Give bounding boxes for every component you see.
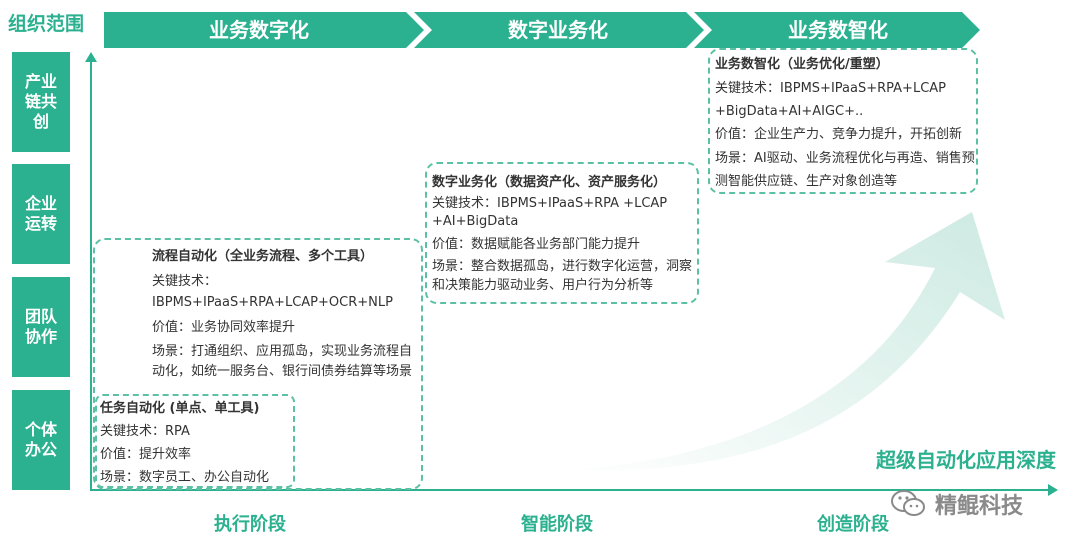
smart-scene: 场景：AI驱动、业务流程优化与再造、销售预测智能供应链、生产对象创造等 bbox=[715, 151, 975, 189]
row-industry-chain: 产业 链共 创 bbox=[12, 52, 70, 152]
task-title: 任务自动化 (单点、单工具) bbox=[100, 401, 260, 416]
stage-banner-2 bbox=[414, 12, 704, 48]
smart-value: 价值：企业生产力、竞争力提升，开拓创新 bbox=[715, 127, 963, 142]
stage-business-digitalization: 业务数字化 bbox=[209, 18, 309, 42]
row-individual: 个体 办公 bbox=[12, 390, 70, 490]
task-value: 价值：提升效率 bbox=[100, 447, 192, 462]
automation-depth-label: 超级自动化应用深度 bbox=[876, 448, 1056, 472]
process-title: 流程自动化（全业务流程、多个工具） bbox=[152, 249, 374, 264]
wechat-icon bbox=[890, 488, 926, 518]
phase-creation: 创造阶段 bbox=[817, 514, 889, 535]
process-tech-label: 关键技术： bbox=[152, 274, 218, 289]
smart-tech: 关键技术：IBPMS+IPaaS+RPA+LCAP +BigData+AI+AI… bbox=[715, 81, 946, 119]
phase-intelligence: 智能阶段 bbox=[521, 514, 593, 535]
x-axis-arrowhead bbox=[1048, 484, 1058, 496]
growth-arrow bbox=[560, 212, 1005, 471]
org-scope-title: 组织范围 bbox=[8, 13, 85, 35]
smart-title: 业务数智化（业务优化/重塑） bbox=[715, 57, 889, 72]
y-axis bbox=[90, 60, 92, 490]
digital-business-box: 数字业务化（数据资产化、资产服务化） 关键技术：IBPMS+IPaaS+RPA … bbox=[425, 162, 699, 304]
digital-title: 数字业务化（数据资产化、资产服务化） bbox=[432, 175, 667, 190]
stage-digital-business: 数字业务化 bbox=[508, 18, 608, 42]
stage-banner-1 bbox=[104, 12, 424, 48]
stage-banner-3 bbox=[694, 12, 980, 48]
business-intelligence-box: 业务数智化（业务优化/重塑） 关键技术：IBPMS+IPaaS+RPA+LCAP… bbox=[708, 48, 978, 194]
phase-execution: 执行阶段 bbox=[214, 514, 286, 535]
task-automation-box: 任务自动化 (单点、单工具) 关键技术：RPA 价值：提升效率 场景：数字员工、… bbox=[95, 394, 295, 488]
process-value: 价值：业务协同效率提升 bbox=[152, 320, 296, 335]
digital-scene: 场景：整合数据孤岛，进行数字化运营，洞察和决策能力驱动业务、用户行为分析等 bbox=[432, 259, 693, 293]
process-automation-box: 流程自动化（全业务流程、多个工具） 关键技术： IBPMS+IPaaS+RPA+… bbox=[93, 238, 423, 490]
x-axis bbox=[90, 489, 1050, 491]
digital-tech: 关键技术：IBPMS+IPaaS+RPA +LCAP +AI+BigData bbox=[432, 196, 668, 229]
row-team: 团队 协作 bbox=[12, 277, 70, 377]
task-tech: 关键技术：RPA bbox=[100, 424, 190, 439]
digital-value: 价值：数据赋能各业务部门能力提升 bbox=[432, 237, 641, 252]
process-scene: 场景：打通组织、应用孤岛，实现业务流程自动化，如统一服务台、银行间债券结算等场景 bbox=[152, 344, 413, 379]
row-enterprise: 企业 运转 bbox=[12, 164, 70, 264]
watermark-text: 精鲲科技 bbox=[935, 494, 1024, 519]
process-tech: IBPMS+IPaaS+RPA+LCAP+OCR+NLP bbox=[152, 295, 393, 310]
task-scene: 场景：数字员工、办公自动化 bbox=[100, 470, 270, 485]
stage-business-intelligence: 业务数智化 bbox=[788, 18, 888, 42]
y-axis-arrowhead bbox=[85, 52, 97, 62]
